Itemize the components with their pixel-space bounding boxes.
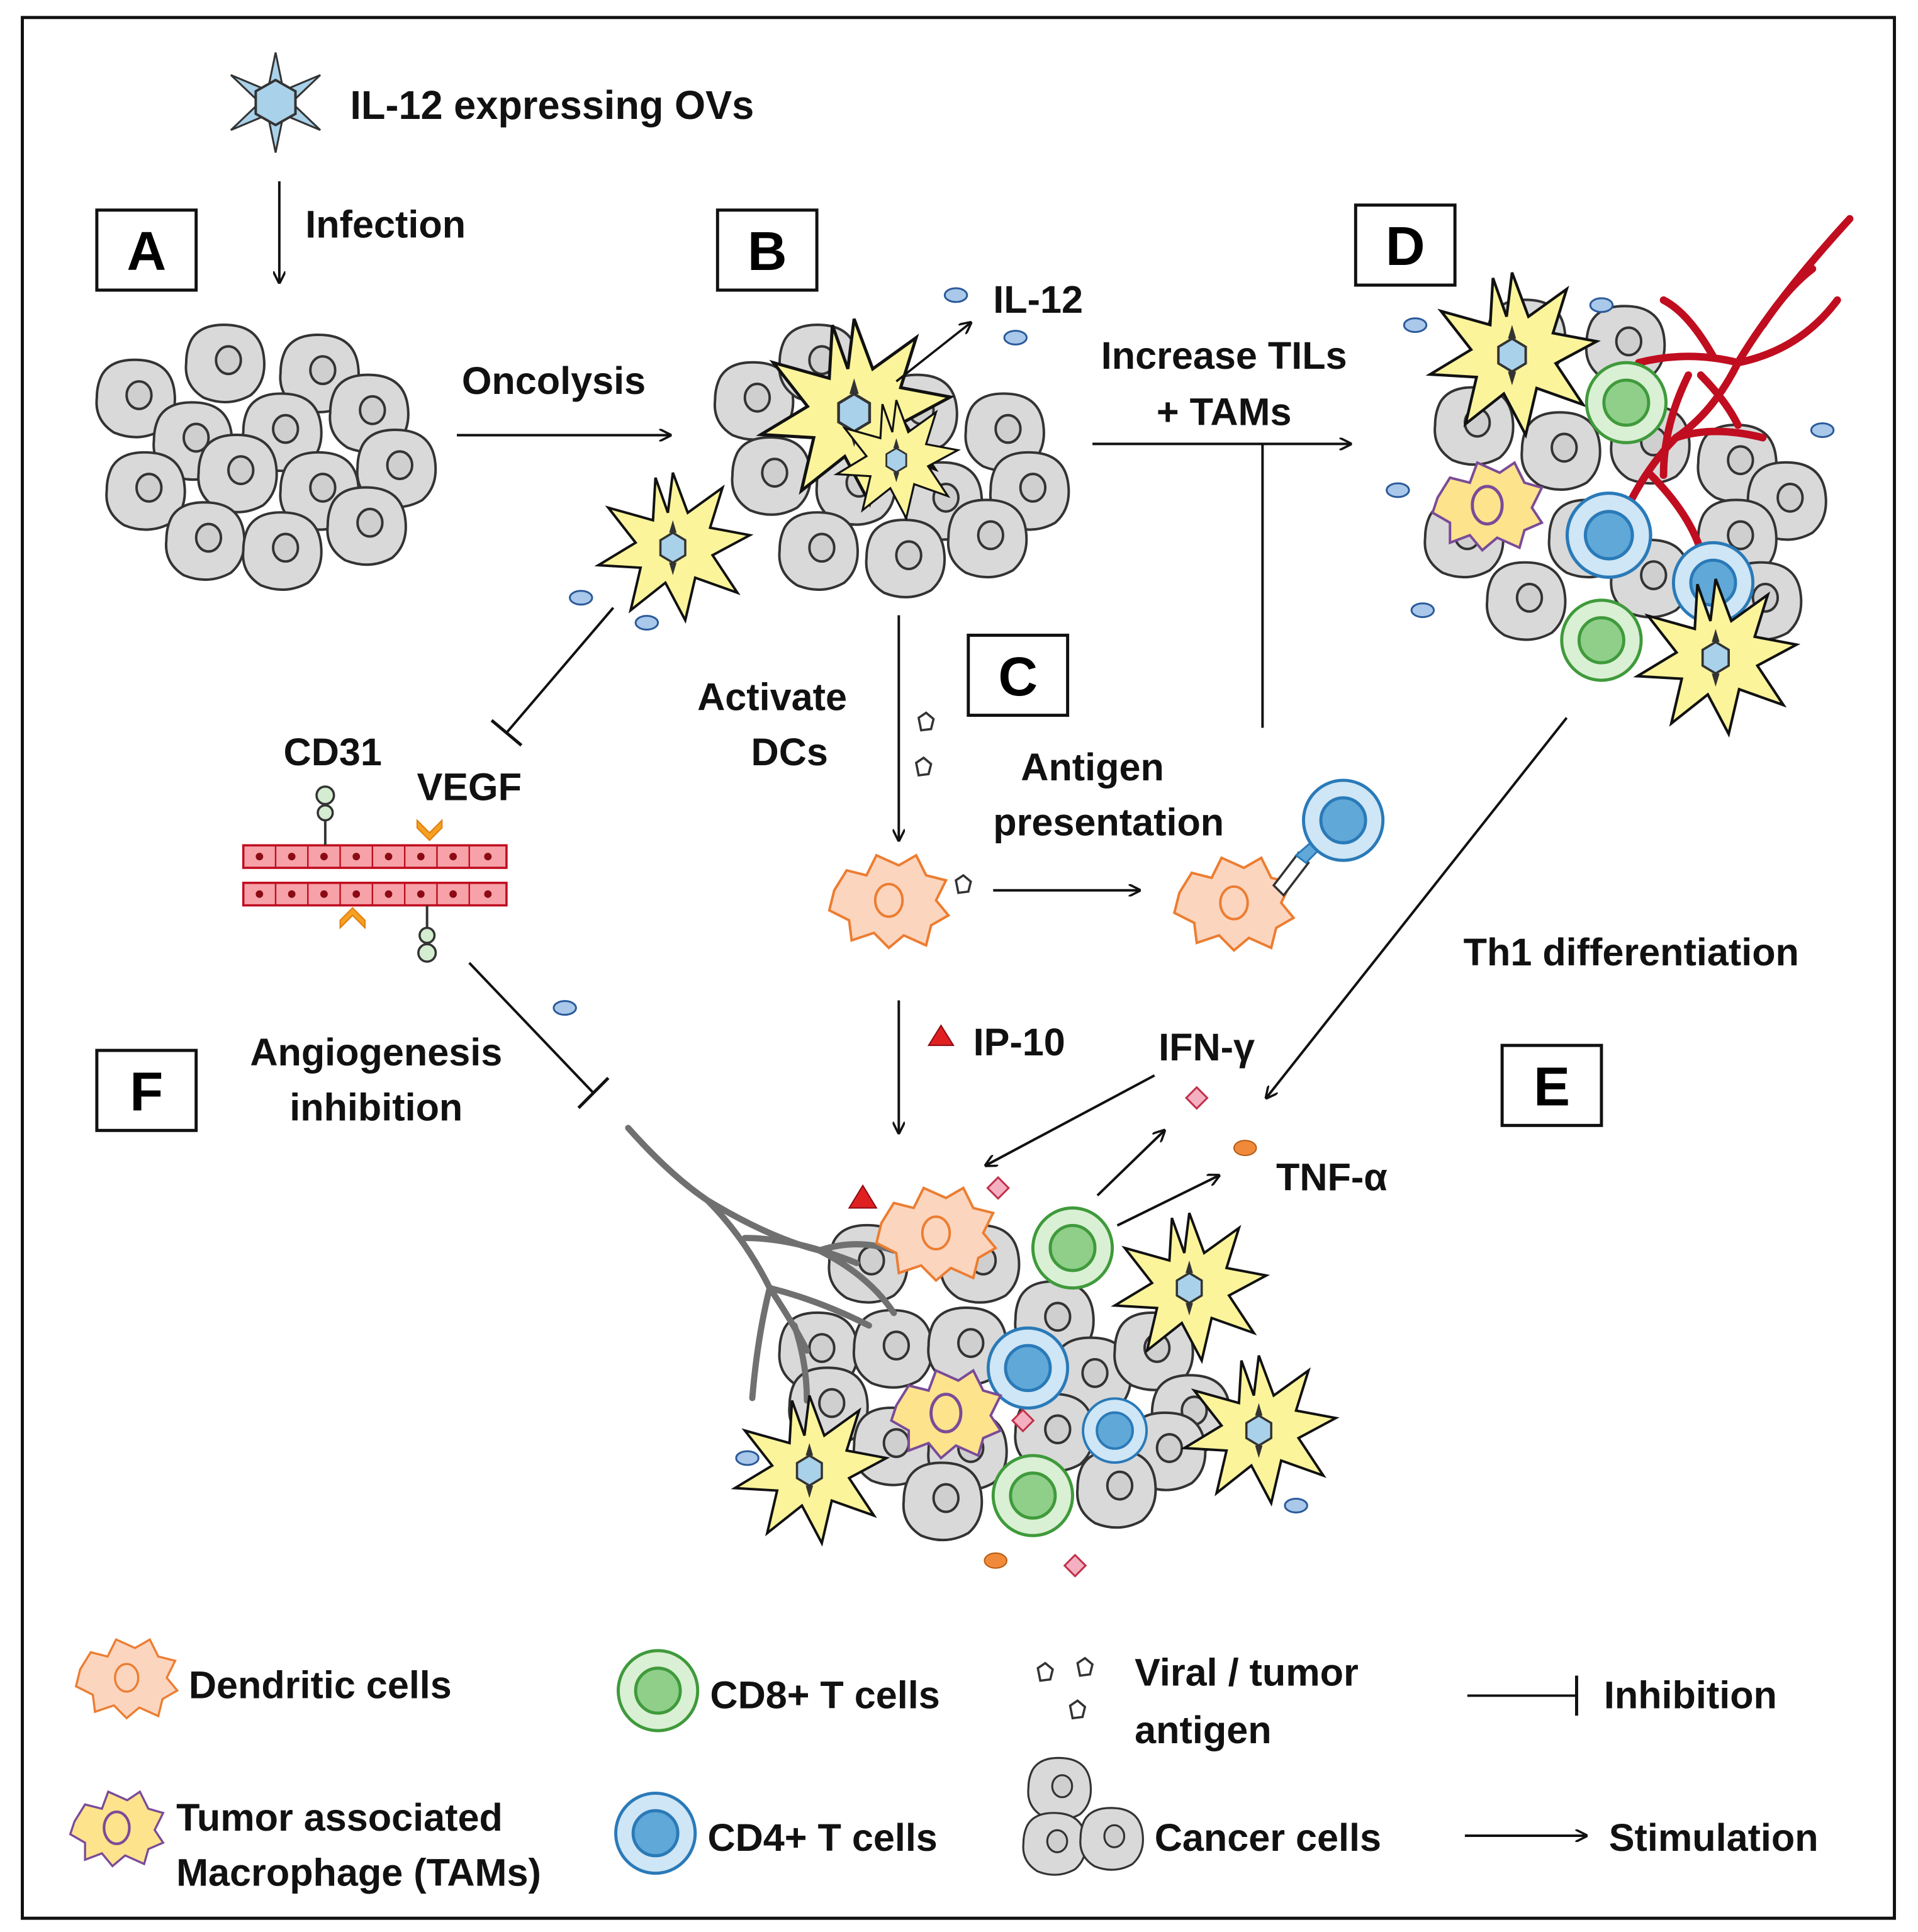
il12-molecule: [1284, 1497, 1308, 1514]
presentation-label: presentation: [993, 800, 1224, 844]
virus-label: IL-12 expressing OVs: [350, 84, 754, 128]
cd4-t-cell-d1: [1567, 493, 1651, 578]
cd8-t-cell-d2: [1562, 600, 1641, 680]
tcell-tnf-arrow: [1116, 1176, 1220, 1227]
legend-stimulation-label: Stimulation: [1609, 1816, 1819, 1860]
ifn-label: IFN-γ: [1158, 1026, 1255, 1069]
legend-dendritic-label: Dendritic cells: [189, 1663, 452, 1707]
antigen-label: Antigen: [1021, 746, 1164, 789]
legend: Dendritic cells Tumor associated Macroph…: [70, 1638, 1819, 1895]
cd31-receptor-bottom: [417, 905, 437, 963]
tnf-icon: [1233, 1140, 1257, 1157]
cd8-t-cell-e1: [1033, 1208, 1112, 1288]
panel-b-box: B: [715, 208, 819, 292]
cd8-t-cell-e2: [993, 1456, 1072, 1536]
endothelial-layer: [242, 844, 508, 907]
il12-molecule: [943, 287, 968, 303]
il12-molecule: [552, 1000, 577, 1016]
angiogenesis-label: Angiogenesis: [250, 1031, 502, 1074]
increase-tils-label: Increase TILs: [1101, 334, 1347, 378]
il12-molecule: [1589, 297, 1614, 313]
panel-e-letter: E: [1534, 1056, 1570, 1117]
cd4-t-cell-e2: [1082, 1397, 1148, 1464]
legend-tam-label-2: Macrophage (TAMs): [176, 1851, 541, 1894]
legend-antigen-label-1: Viral / tumor: [1135, 1651, 1359, 1694]
ip10-icon: [927, 1024, 955, 1047]
ip10-label: IP-10: [973, 1021, 1065, 1064]
ifn-molecule: [1063, 1553, 1087, 1578]
infection-label: Infection: [305, 203, 466, 246]
tcell-ifn-arrow: [1096, 1130, 1165, 1197]
panel-d-box: D: [1354, 203, 1457, 287]
ifn-to-dc-arrow: [985, 1074, 1155, 1165]
cd8-t-cell-d1: [1586, 362, 1666, 442]
ifn-icon: [1184, 1086, 1209, 1110]
il12-release-arrow: [895, 323, 970, 383]
legend-cd8-label: CD8+ T cells: [710, 1673, 939, 1717]
angiogenesis-inhibit-bar: [577, 1077, 610, 1109]
il12-molecule: [1410, 602, 1435, 619]
il12-inhibit-vegf-bar: [490, 719, 523, 747]
il12-molecule: [569, 590, 593, 606]
panel-f-box: F: [95, 1048, 198, 1132]
oncolysis-label: Oncolysis: [462, 359, 646, 403]
legend-cancer-label: Cancer cells: [1155, 1816, 1381, 1860]
panel-d-letter: D: [1386, 216, 1425, 277]
th1-arrow: [1266, 717, 1568, 1098]
legend-tam-label-1: Tumor associated: [176, 1796, 503, 1839]
ip10-molecule: [848, 1184, 878, 1209]
panel-c-box: C: [967, 633, 1070, 717]
tnf-label: TNF-α: [1276, 1155, 1388, 1199]
legend-inhibition-icon: [1467, 1675, 1578, 1716]
panel-c-letter: C: [998, 646, 1038, 707]
vegf-ligand-icon: [339, 819, 443, 929]
panel-f-letter: F: [130, 1061, 163, 1122]
il12-label: IL-12: [993, 278, 1083, 322]
panel-a-box: A: [95, 208, 198, 292]
legend-antigen-label-2: antigen: [1135, 1709, 1271, 1752]
il12-inhibit-vegf-line: [505, 607, 615, 734]
vegf-label: VEGF: [417, 766, 521, 809]
legend-inhibition-label: Inhibition: [1604, 1673, 1777, 1717]
increase-tams-label: + TAMs: [1157, 390, 1292, 434]
panel-a-letter: A: [126, 221, 166, 282]
dcs-label: DCs: [751, 731, 828, 774]
panel-b-letter: B: [748, 221, 787, 282]
ifn-molecule: [1011, 1408, 1035, 1433]
th1-label: Th1 differentiation: [1464, 931, 1799, 974]
il12-molecule: [1810, 422, 1835, 438]
legend-cd8-icon: [618, 1651, 697, 1731]
blood-vessel-red: [1610, 215, 1854, 554]
ifn-molecule: [986, 1176, 1010, 1200]
legend-cd4-icon: [616, 1793, 695, 1873]
inhibition-label: inhibition: [289, 1086, 463, 1129]
il12-molecule: [634, 615, 659, 631]
legend-cd4-label: CD4+ T cells: [708, 1816, 938, 1860]
panel-e-box: E: [1500, 1043, 1603, 1127]
il12-molecule: [1003, 330, 1028, 345]
cd31-receptor-top: [315, 785, 335, 846]
activate-label: Activate: [697, 675, 847, 719]
tnf-molecule: [984, 1552, 1007, 1569]
il12-molecule: [735, 1450, 760, 1466]
angiogenesis-inhibit-line: [468, 962, 595, 1094]
il12-molecule: [1403, 317, 1428, 334]
il12-molecule: [1386, 482, 1410, 498]
cd31-label: CD31: [284, 731, 382, 774]
cd4-t-cell-c: [1303, 780, 1382, 860]
